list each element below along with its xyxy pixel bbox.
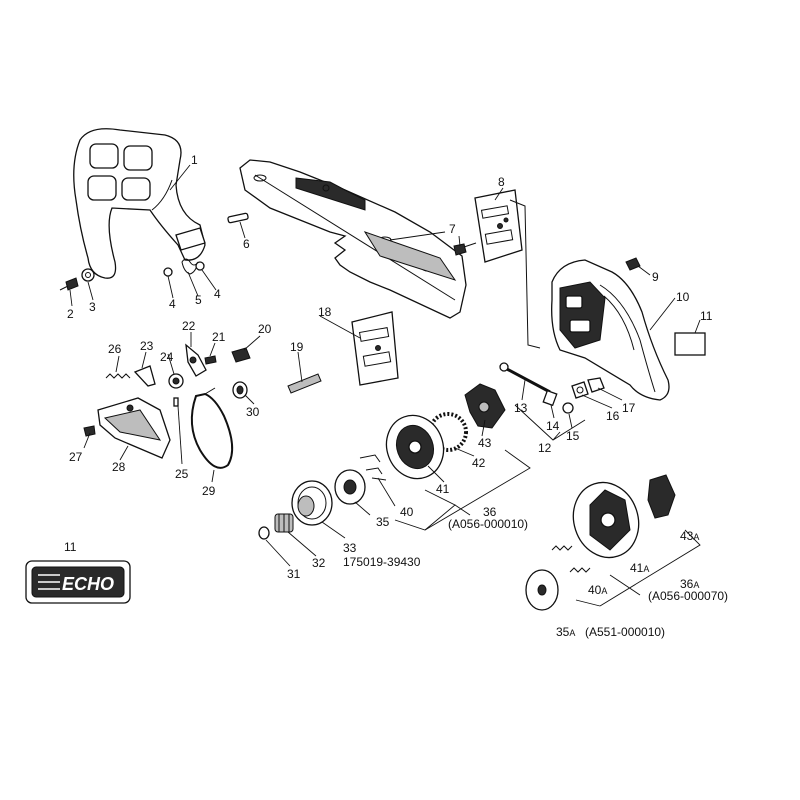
callout-26: 26 xyxy=(108,342,122,356)
drive-block-43a xyxy=(647,474,676,519)
clutch-41 xyxy=(385,414,445,480)
clutch-assembly-36a xyxy=(572,481,640,559)
callout-6: 6 xyxy=(243,237,250,251)
clutch-cover-10 xyxy=(551,259,670,401)
plug-16 xyxy=(571,381,589,399)
screw-2 xyxy=(59,277,79,291)
callout-3: 3 xyxy=(89,300,96,314)
callout-7: 7 xyxy=(449,222,456,236)
nut-14 xyxy=(542,389,558,407)
callout-18: 18 xyxy=(318,305,332,319)
callout-5: 5 xyxy=(195,293,202,307)
washer-35 xyxy=(334,469,366,505)
nut-9 xyxy=(625,257,641,271)
collar-30 xyxy=(232,381,248,399)
callout-21: 21 xyxy=(212,330,226,344)
leader-lines xyxy=(69,164,701,567)
assembly-line xyxy=(509,199,541,349)
part-number-36a: (A056-000070) xyxy=(648,589,728,603)
callout-43: 43 xyxy=(478,436,492,450)
group-brackets xyxy=(394,449,701,607)
callout-35: 35 xyxy=(376,515,390,529)
callout-8: 8 xyxy=(498,175,505,189)
callout-9: 9 xyxy=(652,270,659,284)
pin-21 xyxy=(204,355,217,365)
callout-36a: 36A xyxy=(680,577,699,591)
callout-labels: 1 2 3 4 5 4 6 7 8 9 10 11 13 14 15 12 16… xyxy=(64,153,728,639)
label-11 xyxy=(674,332,706,356)
screw-27 xyxy=(83,425,96,437)
callout-12: 12 xyxy=(538,441,552,455)
callout-2: 2 xyxy=(67,307,74,321)
callout-16: 16 xyxy=(606,409,620,423)
bolt-7 xyxy=(453,242,477,256)
clutch-springs-40a xyxy=(551,545,591,573)
washer-3 xyxy=(81,268,95,282)
callout-13: 13 xyxy=(514,401,528,415)
sprocket-part-number: 175019-39430 xyxy=(343,555,421,569)
callout-42: 42 xyxy=(472,456,486,470)
callout-4b: 4 xyxy=(214,287,221,301)
callout-15: 15 xyxy=(566,429,580,443)
callout-29: 29 xyxy=(202,484,216,498)
callout-30: 30 xyxy=(246,405,260,419)
stud-19 xyxy=(287,373,322,394)
needle-bearing-32 xyxy=(274,513,294,533)
spring-26 xyxy=(105,373,131,379)
washer-15 xyxy=(562,402,574,414)
washer-31 xyxy=(258,526,270,540)
guide-plate-18 xyxy=(351,311,399,386)
callout-19: 19 xyxy=(290,340,304,354)
bushing-24 xyxy=(168,373,184,389)
callout-10: 10 xyxy=(676,290,690,304)
guide-bar xyxy=(239,159,467,319)
callout-17: 17 xyxy=(622,401,636,415)
nut-4-left xyxy=(163,267,173,277)
front-handle-guard xyxy=(73,128,206,279)
callout-11-decal: 11 xyxy=(64,540,77,554)
callout-1: 1 xyxy=(191,153,198,167)
callout-27: 27 xyxy=(69,450,83,464)
drive-block-43 xyxy=(464,383,506,429)
callout-33: 33 xyxy=(343,541,357,555)
callout-32: 32 xyxy=(312,556,326,570)
callout-41: 41 xyxy=(436,482,450,496)
echo-logo-text: ECHO xyxy=(62,574,114,594)
pin-25 xyxy=(173,397,179,407)
link-23 xyxy=(133,365,156,387)
callout-22: 22 xyxy=(182,319,196,333)
callout-43a: 43A xyxy=(680,529,699,543)
callout-36: 36 xyxy=(483,505,497,519)
callout-41a: 41A xyxy=(630,561,649,575)
clutch-springs-40 xyxy=(359,454,387,481)
callout-24: 24 xyxy=(160,350,174,364)
pad-20 xyxy=(231,347,251,363)
part-number-35a: (A551-000010) xyxy=(585,625,665,639)
callout-25: 25 xyxy=(175,467,189,481)
callout-31: 31 xyxy=(287,567,301,581)
lever-22 xyxy=(185,343,207,377)
bracket-12-lines xyxy=(514,404,586,441)
sprocket-drum-33 xyxy=(291,480,333,526)
callout-14: 14 xyxy=(546,419,560,433)
callout-40a: 40A xyxy=(588,583,607,597)
callout-11: 11 xyxy=(700,309,713,323)
callout-23: 23 xyxy=(140,339,154,353)
callout-40: 40 xyxy=(400,505,414,519)
callout-20: 20 xyxy=(258,322,272,336)
washer-35a xyxy=(525,569,559,611)
adjusting-screw-13 xyxy=(499,362,551,394)
echo-decal: ECHO xyxy=(25,560,131,604)
brake-housing-28 xyxy=(97,397,171,459)
nut-4-right xyxy=(195,261,205,271)
side-plate-8 xyxy=(474,189,523,263)
callout-4a: 4 xyxy=(169,297,176,311)
part-number-36: (A056-000010) xyxy=(448,517,528,531)
pin-6 xyxy=(227,212,249,224)
brake-band-29 xyxy=(190,387,234,469)
callout-35a: 35A xyxy=(556,625,575,639)
callout-28: 28 xyxy=(112,460,126,474)
